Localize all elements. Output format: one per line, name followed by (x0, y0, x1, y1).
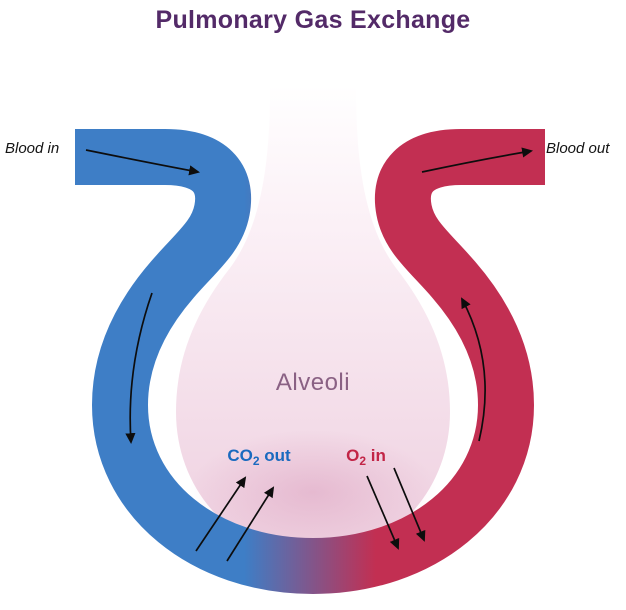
alveolus-sac (176, 85, 450, 556)
co2-subscript: 2 (253, 454, 260, 468)
flow-arrow-blood-out (421, 147, 534, 173)
blood-in-label: Blood in (5, 140, 59, 157)
diagram-title: Pulmonary Gas Exchange (155, 6, 471, 34)
co2-direction: out (260, 446, 291, 465)
capillary-vessel (75, 129, 545, 595)
co2-out-label: CO2 out (227, 446, 291, 468)
o2-transfer-arrow-1 (366, 475, 400, 550)
flow-arrow-left-vessel (125, 292, 153, 445)
o2-direction: in (366, 446, 386, 465)
co2-symbol: CO (227, 446, 253, 465)
alveoli-label: Alveoli (276, 369, 350, 396)
o2-symbol: O (346, 446, 359, 465)
flow-arrow-blood-in (85, 149, 201, 176)
blood-out-label: Blood out (546, 140, 610, 157)
flow-arrow-right-vessel (461, 297, 486, 442)
co2-transfer-arrow-2 (226, 486, 275, 562)
o2-transfer-arrow-2 (393, 467, 426, 542)
co2-transfer-arrow-1 (195, 476, 247, 552)
o2-in-label: O2 in (346, 446, 386, 468)
o2-subscript: 2 (359, 454, 366, 468)
